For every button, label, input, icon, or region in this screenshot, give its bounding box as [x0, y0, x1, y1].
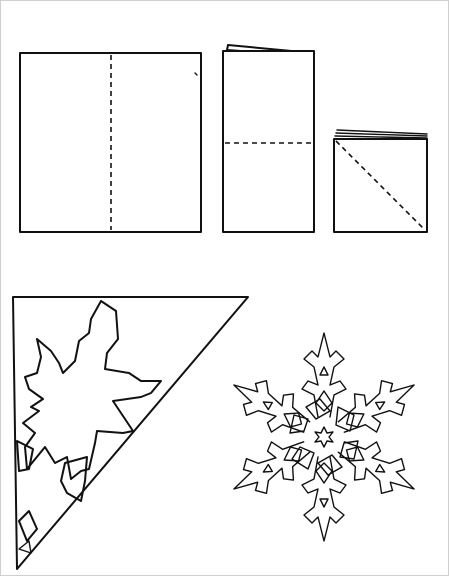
step-2-folded-half — [223, 45, 314, 232]
folded-half-sheet — [223, 51, 314, 232]
step-1-square-sheet — [20, 53, 201, 232]
layer-edge-3 — [335, 136, 427, 138]
step-3-folded-quarter — [334, 130, 427, 232]
step-4-folded-triangle — [13, 297, 248, 569]
square-sheet — [20, 53, 201, 232]
step-5-snowflake — [223, 333, 425, 541]
snowflake-center — [315, 427, 333, 447]
folded-triangle — [13, 297, 248, 569]
